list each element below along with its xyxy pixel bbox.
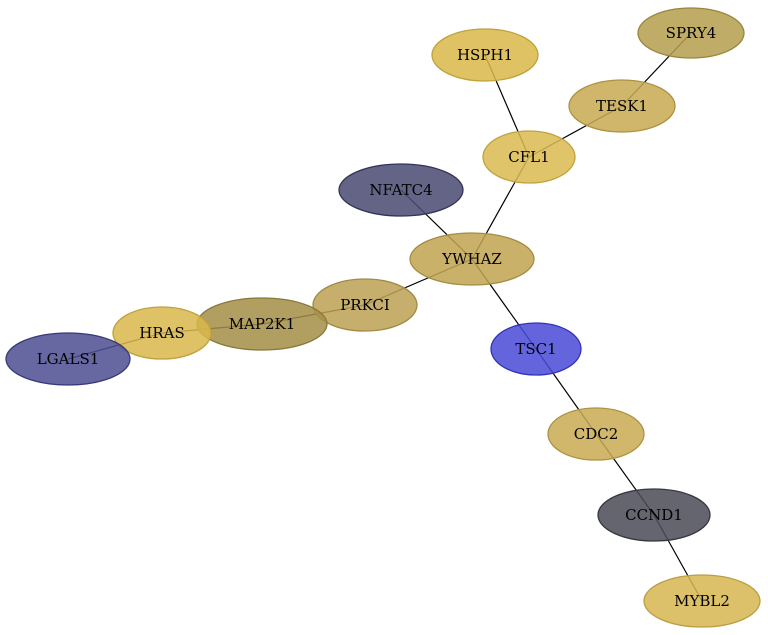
node-label: SPRY4	[666, 24, 717, 42]
node-label: YWHAZ	[441, 250, 502, 268]
node-ellipse	[568, 79, 676, 133]
node-label: NFATC4	[369, 181, 432, 199]
node-hsph1[interactable]: HSPH1	[431, 28, 539, 82]
node-ellipse	[431, 28, 539, 82]
node-ellipse	[482, 130, 576, 184]
node-label: CCND1	[625, 506, 683, 524]
node-cdc2[interactable]: CDC2	[547, 407, 645, 461]
node-label: HSPH1	[457, 46, 513, 64]
node-tsc1[interactable]: TSC1	[490, 322, 582, 376]
node-cfl1[interactable]: CFL1	[482, 130, 576, 184]
node-label: MYBL2	[674, 592, 730, 610]
node-tesk1[interactable]: TESK1	[568, 79, 676, 133]
node-hras[interactable]: HRAS	[112, 306, 212, 360]
node-ccnd1[interactable]: CCND1	[597, 488, 711, 542]
node-prkci[interactable]: PRKCI	[312, 278, 418, 332]
node-ellipse	[597, 488, 711, 542]
node-label: TSC1	[515, 340, 556, 358]
node-ellipse	[409, 232, 535, 286]
node-label: PRKCI	[340, 296, 390, 314]
node-ellipse	[338, 163, 464, 217]
node-label: LGALS1	[37, 350, 100, 368]
node-label: CDC2	[574, 425, 619, 443]
node-ellipse	[643, 574, 761, 628]
node-label: TESK1	[596, 97, 648, 115]
node-map2k1[interactable]: MAP2K1	[196, 297, 328, 351]
node-spry4[interactable]: SPRY4	[637, 7, 745, 59]
node-ellipse	[637, 7, 745, 59]
node-ywhaz[interactable]: YWHAZ	[409, 232, 535, 286]
node-lgals1[interactable]: LGALS1	[5, 332, 131, 386]
node-ellipse	[5, 332, 131, 386]
node-ellipse	[312, 278, 418, 332]
node-nfatc4[interactable]: NFATC4	[338, 163, 464, 217]
node-label: HRAS	[139, 324, 184, 342]
node-ellipse	[112, 306, 212, 360]
node-label: CFL1	[508, 148, 549, 166]
node-ellipse	[490, 322, 582, 376]
node-label: MAP2K1	[229, 315, 296, 333]
node-ellipse	[547, 407, 645, 461]
node-mybl2[interactable]: MYBL2	[643, 574, 761, 628]
